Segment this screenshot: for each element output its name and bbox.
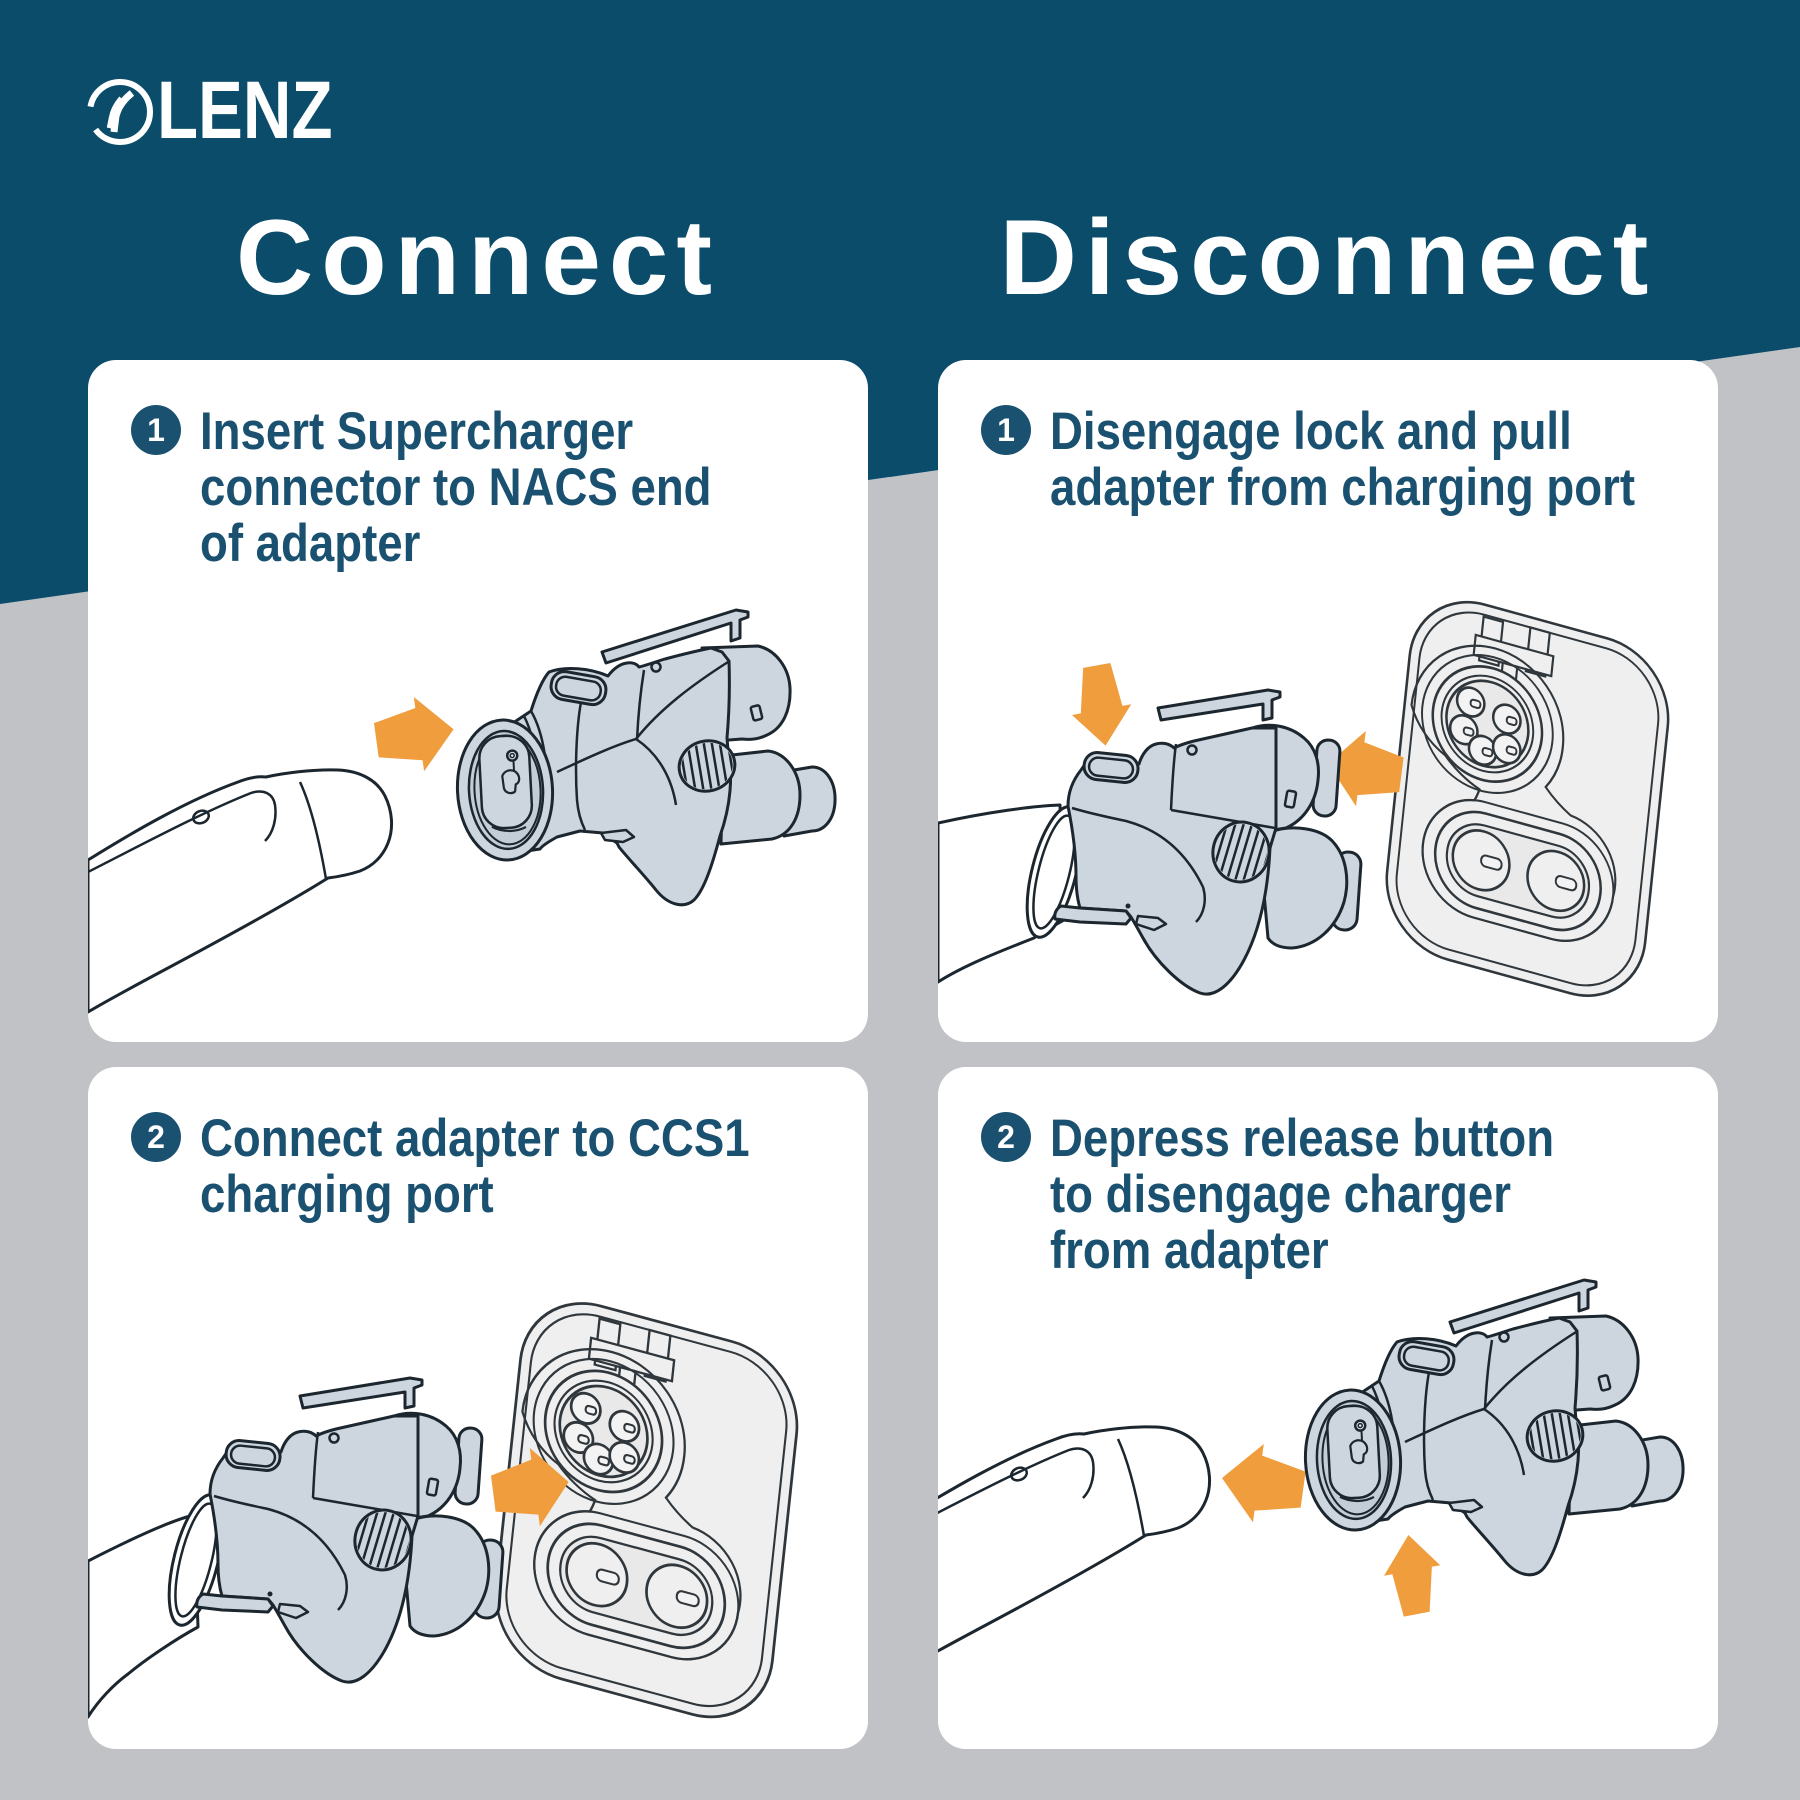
svg-text:LENZ: LENZ [157, 76, 333, 148]
